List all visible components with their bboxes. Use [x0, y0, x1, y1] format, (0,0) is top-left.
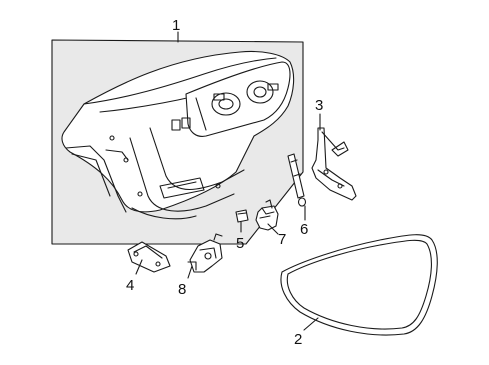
part-2-weatherstrip	[280, 234, 438, 336]
seal-outer	[280, 234, 438, 336]
part-6-support-strut	[287, 153, 307, 207]
part-3-hinge	[311, 127, 357, 201]
lid-crease-upper	[83, 57, 277, 105]
leader-2	[303, 317, 319, 331]
seal-inner	[286, 239, 432, 330]
hinge-arm	[311, 127, 357, 201]
callout-2: 2	[294, 331, 302, 348]
callout-6: 6	[300, 221, 308, 238]
leader-7	[267, 223, 279, 235]
lamp-opening-right	[246, 80, 274, 104]
part-5-bumper	[235, 209, 249, 223]
emblem-area	[159, 177, 205, 199]
leader-4	[135, 259, 143, 275]
callout-3: 3	[315, 97, 323, 114]
lamp-opening-left	[211, 92, 241, 116]
leader-8	[187, 265, 193, 279]
callout-5: 5	[236, 235, 244, 252]
part-1-trunk-lid	[51, 39, 304, 245]
part-8-lock-assembly	[187, 233, 223, 273]
part-7-bracket	[255, 199, 279, 231]
inner-frame	[149, 127, 245, 190]
strut-body	[287, 153, 305, 199]
callout-8: 8	[178, 281, 186, 298]
callout-7: 7	[278, 231, 286, 248]
callout-1: 1	[172, 17, 180, 34]
part-4-latch	[127, 241, 171, 273]
callout-4: 4	[126, 277, 134, 294]
